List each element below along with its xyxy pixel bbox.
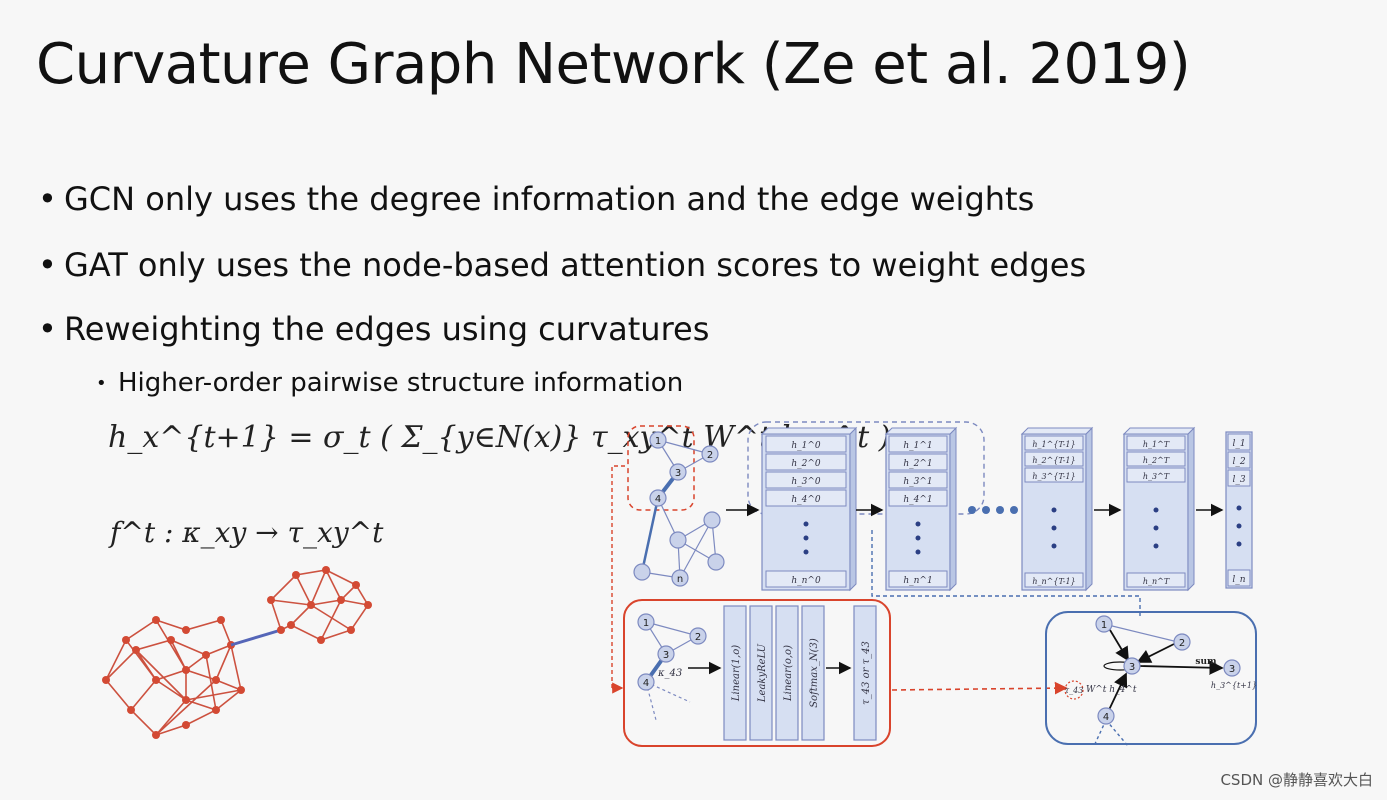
node-label-3: 3	[675, 468, 681, 479]
pipeline-linear-2: Linear(o,o)	[783, 645, 794, 702]
layer1-h1: h_1^1	[903, 441, 932, 451]
layer0-h2: h_2^0	[791, 459, 821, 469]
attention-node-4: 4	[643, 678, 649, 689]
aggregation-arrows	[1107, 629, 1224, 713]
layer1-hn: h_n^1	[903, 576, 932, 586]
layerT-hn: h_n^T	[1143, 577, 1170, 586]
h-next-label: h_3^{t+1}	[1211, 681, 1257, 690]
output-l1: l_1	[1232, 439, 1245, 449]
agg-node-3: 3	[1129, 662, 1135, 673]
tau-small-label: τ_43	[1065, 686, 1084, 695]
curvature-map-equation: f^t : κ_xy → τ_xy^t	[110, 516, 384, 549]
bridge-edge	[230, 628, 282, 647]
layer1-h2: h_2^1	[903, 459, 932, 469]
bullet-text: GCN only uses the degree information and…	[64, 180, 1035, 218]
pipeline-tau-output: τ_43 or τ_43	[861, 641, 872, 705]
layer-t: h_1^T h_2^T h_3^T h_n^T	[1122, 426, 1196, 592]
layer-0: h_1^0 h_2^0 h_3^0 h_4^0 h_n^0	[760, 426, 858, 592]
agg-node-1: 1	[1101, 620, 1107, 631]
bullet-dot-icon: •	[38, 246, 57, 284]
kappa-label: κ_43	[657, 668, 682, 679]
layer1-h3: h_3^1	[903, 477, 932, 487]
pipeline-boxes	[723, 605, 877, 741]
input-subgraph-highlight	[627, 425, 695, 511]
attention-node-3: 3	[663, 650, 669, 661]
layer0-h3: h_3^0	[791, 477, 821, 487]
right-cluster-nodes	[267, 566, 372, 644]
bullet-reweighting: •Reweighting the edges using curvatures	[38, 310, 709, 348]
left-cluster-nodes	[102, 616, 245, 739]
update-equation: h_x^{t+1} = σ_t ( Σ_{y∈N(x)} τ_xy^t W^t …	[108, 420, 891, 455]
tau-highlight-circle	[1064, 680, 1084, 700]
agg-node-4: 4	[1103, 712, 1109, 723]
blue-feedback-line	[871, 530, 1141, 616]
sub-bullet-dot-icon: •	[96, 373, 107, 394]
aggregation-nodes	[1095, 615, 1241, 725]
bullet-dot-icon: •	[38, 310, 57, 348]
layer-t-minus-1: h_1^{T-1} h_2^{T-1} h_3^{T-1} h_n^{T-1}	[1020, 426, 1094, 592]
layer0-h4: h_4^0	[791, 495, 821, 505]
agg-edge-1-2	[1103, 623, 1179, 643]
pipeline-leakyrelu: LeakyReLU	[757, 643, 768, 703]
bullet-text: Reweighting the edges using curvatures	[64, 310, 710, 348]
agg-output-node-3: 3	[1229, 664, 1235, 675]
input-node-labels: 1 2 3 4 n	[655, 436, 713, 585]
layerT1-hn: h_n^{T-1}	[1032, 577, 1075, 586]
aggregation-block	[1045, 611, 1257, 745]
ellipsis-dots	[968, 506, 1018, 514]
layer0-h1: h_1^0	[791, 441, 821, 451]
layerT1-h1: h_1^{T-1}	[1032, 440, 1075, 449]
aggregation-node-labels: 1 2 3 4 3	[1101, 620, 1235, 723]
layer0-hn: h_n^0	[791, 576, 821, 586]
bullet-gcn: •GCN only uses the degree information an…	[38, 180, 1034, 218]
bullet-text: GAT only uses the node-based attention s…	[64, 246, 1087, 284]
attention-node-labels: 1 2 3 4	[643, 618, 701, 689]
sub-bullet-text: Higher-order pairwise structure informat…	[118, 368, 684, 398]
architecture-diagram: 1 2 3 4 n h_1^0 h_2^0 h_3^0 h_4^0 h_n^0	[611, 421, 1257, 747]
node-label-n: n	[677, 574, 683, 585]
agg-node-2: 2	[1179, 638, 1185, 649]
layerT1-h3: h_3^{T-1}	[1032, 472, 1075, 481]
slide-title: Curvature Graph Network (Ze et al. 2019)	[36, 32, 1191, 97]
curvature-graph-illustration	[102, 566, 372, 739]
output-l2: l_2	[1232, 457, 1245, 467]
watermark: CSDN @静静喜欢大白	[1220, 771, 1373, 789]
layerT-h1: h_1^T	[1143, 440, 1170, 449]
node-label-1: 1	[655, 436, 661, 447]
layer-highlight	[747, 421, 985, 515]
node-label-2: 2	[707, 450, 713, 461]
layerT1-h2: h_2^{T-1}	[1032, 456, 1075, 465]
pipeline-linear-1: Linear(1,o)	[731, 645, 742, 702]
attention-graph-nodes	[637, 613, 707, 691]
layer1-h4: h_4^1	[903, 495, 932, 505]
layerT-h2: h_2^T	[1143, 456, 1170, 465]
attention-node-1: 1	[643, 618, 649, 629]
layerT-h3: h_3^T	[1143, 472, 1170, 481]
curvature-attention-block	[623, 599, 891, 747]
tau-to-aggregation-arrow	[891, 681, 1068, 695]
pipeline-softmax: Softmax_N(3)	[809, 638, 820, 708]
output-column: l_1 l_2 l_3 l_n	[1225, 431, 1253, 589]
attention-node-2: 2	[695, 632, 701, 643]
output-ln: l_n	[1232, 575, 1245, 585]
bullet-dot-icon: •	[38, 180, 57, 218]
bullet-gat: •GAT only uses the node-based attention …	[38, 246, 1086, 284]
input-path-edge	[640, 497, 660, 573]
input-graph-nodes	[633, 431, 725, 587]
red-feedback-line	[611, 465, 628, 688]
agg-term-label: W^t h_4^t	[1086, 685, 1137, 695]
output-l3: l_3	[1232, 475, 1245, 485]
node-label-4: 4	[655, 494, 661, 505]
sub-bullet-higher-order: • Higher-order pairwise structure informa…	[96, 368, 683, 398]
sum-label: sum	[1195, 657, 1217, 667]
layer-1: h_1^1 h_2^1 h_3^1 h_4^1 h_n^1	[884, 426, 958, 592]
agg-dashed-edges	[1093, 719, 1129, 747]
